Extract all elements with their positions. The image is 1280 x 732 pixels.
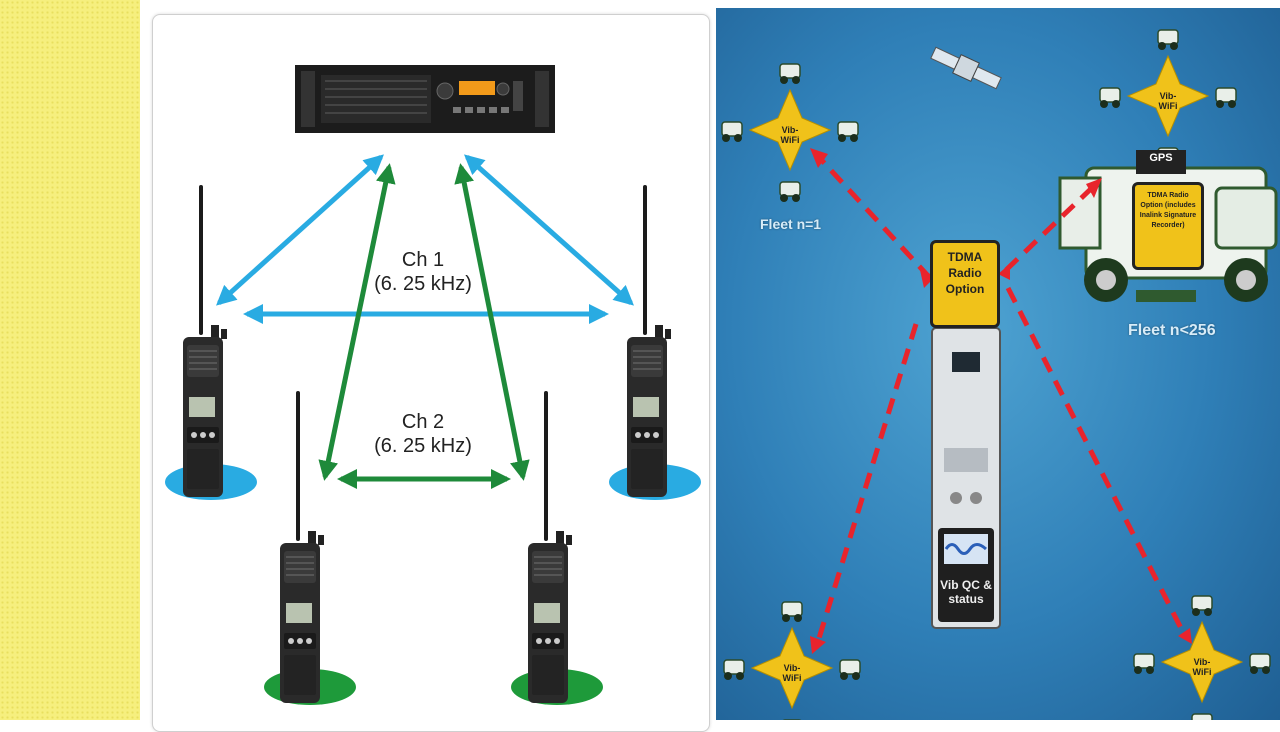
fleet-label-right: Fleet n<256 xyxy=(1128,322,1216,339)
vib-wifi-label-1: Vib-WiFi xyxy=(780,125,800,145)
handheld-radio-1 xyxy=(182,184,228,498)
ch2-label: Ch 2 xyxy=(401,411,445,433)
vib-wifi-label-4: Vib-WiFi xyxy=(1192,657,1212,677)
ch2-link-repeater-left xyxy=(318,163,396,481)
fleet-label-top-left: Fleet n=1 xyxy=(760,216,822,232)
repeater-unit xyxy=(295,65,555,133)
truck-tdma-box: TDMA Radio Option (includes Inalink Sign… xyxy=(1132,182,1204,270)
radio-diagram-canvas xyxy=(165,65,701,705)
center-tdma-box: TDMA Radio Option xyxy=(930,240,1000,328)
vib-wifi-label-2: Vib-WiFi xyxy=(1158,91,1178,111)
ch2-link-repeater-right xyxy=(454,163,530,481)
handheld-radio-3 xyxy=(279,390,325,704)
vibroseis-fleet-diagram: TDMA Radio Option TDMA Radio Option (inc… xyxy=(716,8,1280,720)
ch2-frequency: (6. 25 kHz) xyxy=(374,435,472,457)
radio-channel-diagram: Ch 1 (6. 25 kHz) Ch 2 (6. 25 kHz) xyxy=(152,14,710,732)
radio-links xyxy=(813,152,1189,649)
ch1-label: Ch 1 xyxy=(401,249,445,271)
gps-label: GPS xyxy=(1149,152,1173,164)
ch1-frequency: (6. 25 kHz) xyxy=(374,273,472,295)
vib-cluster-bottom-left xyxy=(723,601,861,720)
handheld-radio-2 xyxy=(626,184,672,498)
satellite-icon xyxy=(930,46,1002,90)
decorative-yellow-strip xyxy=(0,0,140,720)
central-qc-unit xyxy=(931,327,1001,629)
handheld-radio-4 xyxy=(527,390,573,704)
fleet-diagram-canvas xyxy=(721,29,1278,720)
qc-status-label: Vib QC & status xyxy=(940,578,992,606)
vib-wifi-label-3: Vib-WiFi xyxy=(782,663,802,683)
